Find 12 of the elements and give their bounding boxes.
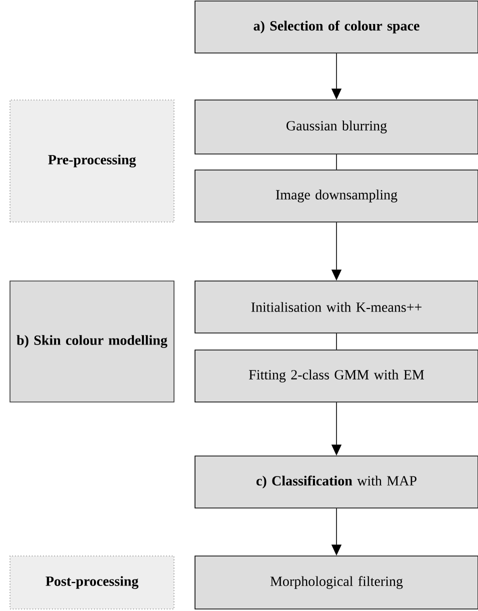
process-box: Gaussian blurring bbox=[194, 100, 478, 154]
stage-box: Post-processing bbox=[10, 556, 174, 610]
stage-box: Pre-processing bbox=[10, 100, 174, 222]
stage-box: b) Skin colour modelling bbox=[10, 280, 174, 402]
process-box: Initialisation with K-means++ bbox=[194, 280, 478, 334]
process-box: Image downsampling bbox=[194, 170, 478, 222]
process-box: Morphological filtering bbox=[194, 556, 478, 610]
connector-line bbox=[336, 333, 337, 350]
process-box: a) Selection of colour space bbox=[194, 0, 478, 54]
connector-line bbox=[336, 154, 337, 170]
process-box: Fitting 2-class GMM with EM bbox=[194, 350, 478, 402]
process-box: c) Classification with MAP bbox=[194, 456, 478, 508]
